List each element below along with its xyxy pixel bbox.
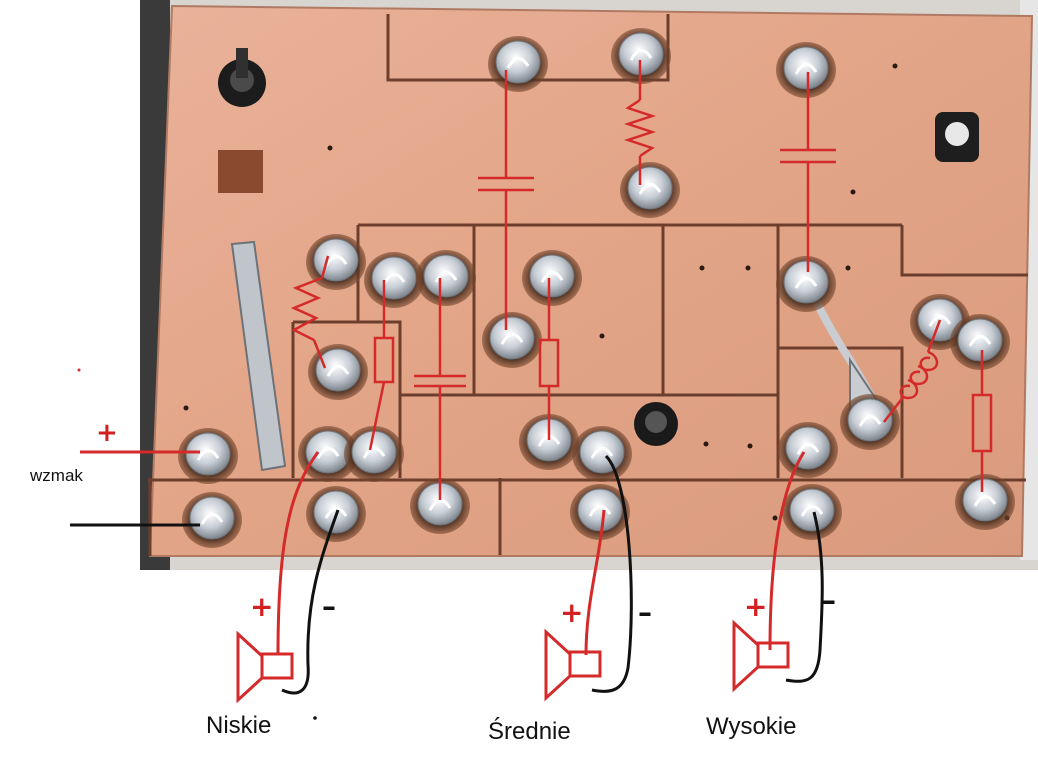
pcb-board [148,4,1034,557]
schematic-overlay [290,60,993,500]
solder-pad [182,492,242,548]
srednie-minus-sign: – [638,596,652,629]
solder-pad [410,478,470,534]
solder-pad [178,428,238,484]
solder-pad [611,28,671,84]
srednie-plus-sign: + [560,596,584,629]
square-pad [218,150,263,193]
mounting-post [935,112,979,162]
solder-pad [778,422,838,478]
solder-pad [570,484,630,540]
speakers [236,619,790,704]
solder-pad [416,250,476,306]
wysokie-minus-sign: – [822,584,836,617]
mounting-post [218,48,266,107]
solder-pad [488,36,548,92]
solder-pad [298,426,358,482]
solder-pad [782,484,842,540]
wysokie-label: Wysokie [706,713,797,740]
mounting-post [634,402,678,446]
niskie-label: Niskie [206,712,272,739]
speaker-icon [236,630,294,704]
solder-pad [308,344,368,400]
speaker-icon [732,619,790,693]
amp-plus-sign: + [96,418,118,448]
solder-pads [178,28,1015,548]
solder-pad [306,486,366,542]
solder-pad [620,162,680,218]
solder-pad [364,252,424,308]
solder-pad [840,394,900,450]
solder-pad [572,426,632,482]
amp-label: wzmak [30,466,83,485]
niskie-plus-sign: + [250,590,274,623]
srednie-label: Średnie [488,718,571,745]
solder-pad [482,312,542,368]
niskie-minus-sign: – [322,590,336,623]
solder-pad [522,250,582,306]
solder-pad [950,314,1010,370]
metal-strap [230,240,287,472]
solder-pad [776,256,836,312]
drill-holes [183,63,1010,521]
wysokie-plus-sign: + [744,590,768,623]
solder-pad [776,42,836,98]
solder-pad [955,474,1015,530]
solder-pad [344,426,404,482]
speaker-wires [276,451,824,695]
speaker-icon [544,628,602,702]
